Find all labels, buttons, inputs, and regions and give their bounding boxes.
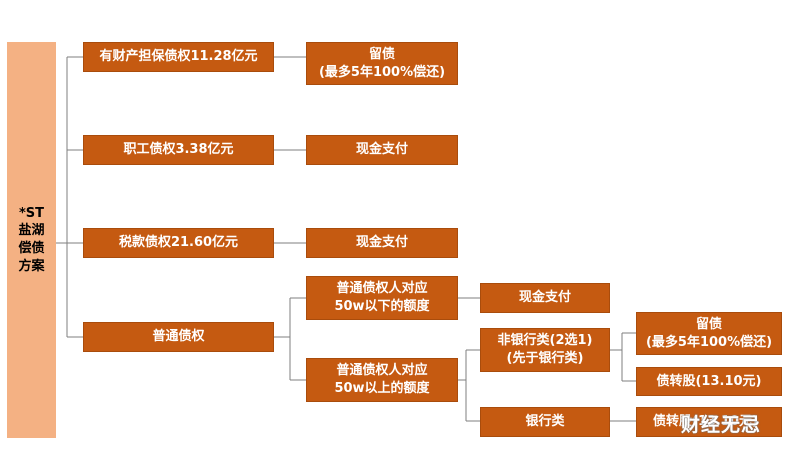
node-tax-claims-label: 税款债权21.60亿元 bbox=[118, 235, 239, 251]
node-employee-claims-label: 职工债权3.38亿元 bbox=[123, 142, 234, 158]
node-below-50w-cash-payment: 现金支付 bbox=[480, 283, 610, 313]
node-employee-claims: 职工债权3.38亿元 bbox=[83, 135, 274, 165]
node-ordinary-above-50w-line-2: 50w以上的额度 bbox=[334, 381, 430, 396]
root-label-line-2: 盐湖 bbox=[18, 223, 45, 239]
node-ordinary-below-50w: 普通债权人对应 50w以下的额度 bbox=[306, 276, 458, 320]
node-ordinary-above-50w-line-1: 普通债权人对应 bbox=[336, 363, 428, 379]
node-secured-claims-label: 有财产担保债权11.28亿元 bbox=[99, 49, 258, 65]
node-ordinary-above-50w: 普通债权人对应 50w以上的额度 bbox=[306, 358, 458, 402]
watermark-text: 财经无忌 bbox=[681, 413, 762, 436]
node-secured-retained-debt-line-2: (最多5年100%偿还) bbox=[318, 64, 446, 80]
root-label-line-3: 偿债 bbox=[18, 241, 45, 256]
root-label-line-1: *ST bbox=[18, 205, 44, 221]
node-bank-creditors: 银行类 bbox=[480, 407, 610, 437]
node-bank-debt-to-equity-label: 债转股(13.10元) bbox=[653, 414, 759, 430]
node-secured-claims: 有财产担保债权11.28亿元 bbox=[83, 42, 274, 72]
node-non-bank-retained-debt: 留债 (最多5年100%偿还) bbox=[636, 312, 782, 355]
node-non-bank-creditors: 非银行类(2选1) (先于银行类) bbox=[480, 328, 610, 372]
node-secured-retained-debt-line-1: 留债 bbox=[368, 46, 395, 62]
node-tax-claims: 税款债权21.60亿元 bbox=[83, 228, 274, 258]
root-node-repayment-plan: *ST 盐湖 偿债 方案 bbox=[7, 42, 56, 438]
node-non-bank-creditors-line-2: (先于银行类) bbox=[506, 351, 584, 366]
node-bank-debt-to-equity: 债转股(13.10元) bbox=[636, 407, 782, 437]
node-tax-cash-payment-label: 现金支付 bbox=[355, 235, 408, 251]
node-tax-cash-payment: 现金支付 bbox=[306, 228, 458, 258]
node-non-bank-debt-to-equity: 债转股(13.10元) bbox=[636, 367, 782, 396]
node-non-bank-creditors-line-1: 非银行类(2选1) bbox=[497, 333, 593, 349]
node-ordinary-claims: 普通债权 bbox=[83, 322, 274, 352]
node-non-bank-retained-debt-line-2: (最多5年100%偿还) bbox=[645, 334, 773, 350]
node-ordinary-below-50w-line-1: 普通债权人对应 bbox=[336, 281, 428, 297]
node-non-bank-debt-to-equity-label: 债转股(13.10元) bbox=[656, 373, 762, 389]
node-employee-cash-payment: 现金支付 bbox=[306, 135, 458, 165]
node-below-50w-cash-payment-label: 现金支付 bbox=[518, 290, 571, 306]
node-ordinary-below-50w-line-2: 50w以下的额度 bbox=[334, 299, 430, 314]
node-employee-cash-payment-label: 现金支付 bbox=[355, 142, 408, 158]
node-ordinary-claims-label: 普通债权 bbox=[152, 329, 205, 345]
node-secured-retained-debt: 留债 (最多5年100%偿还) bbox=[306, 42, 458, 85]
node-bank-creditors-label: 银行类 bbox=[525, 414, 565, 430]
root-label-line-4: 方案 bbox=[18, 258, 45, 274]
node-non-bank-retained-debt-line-1: 留债 bbox=[695, 316, 722, 332]
